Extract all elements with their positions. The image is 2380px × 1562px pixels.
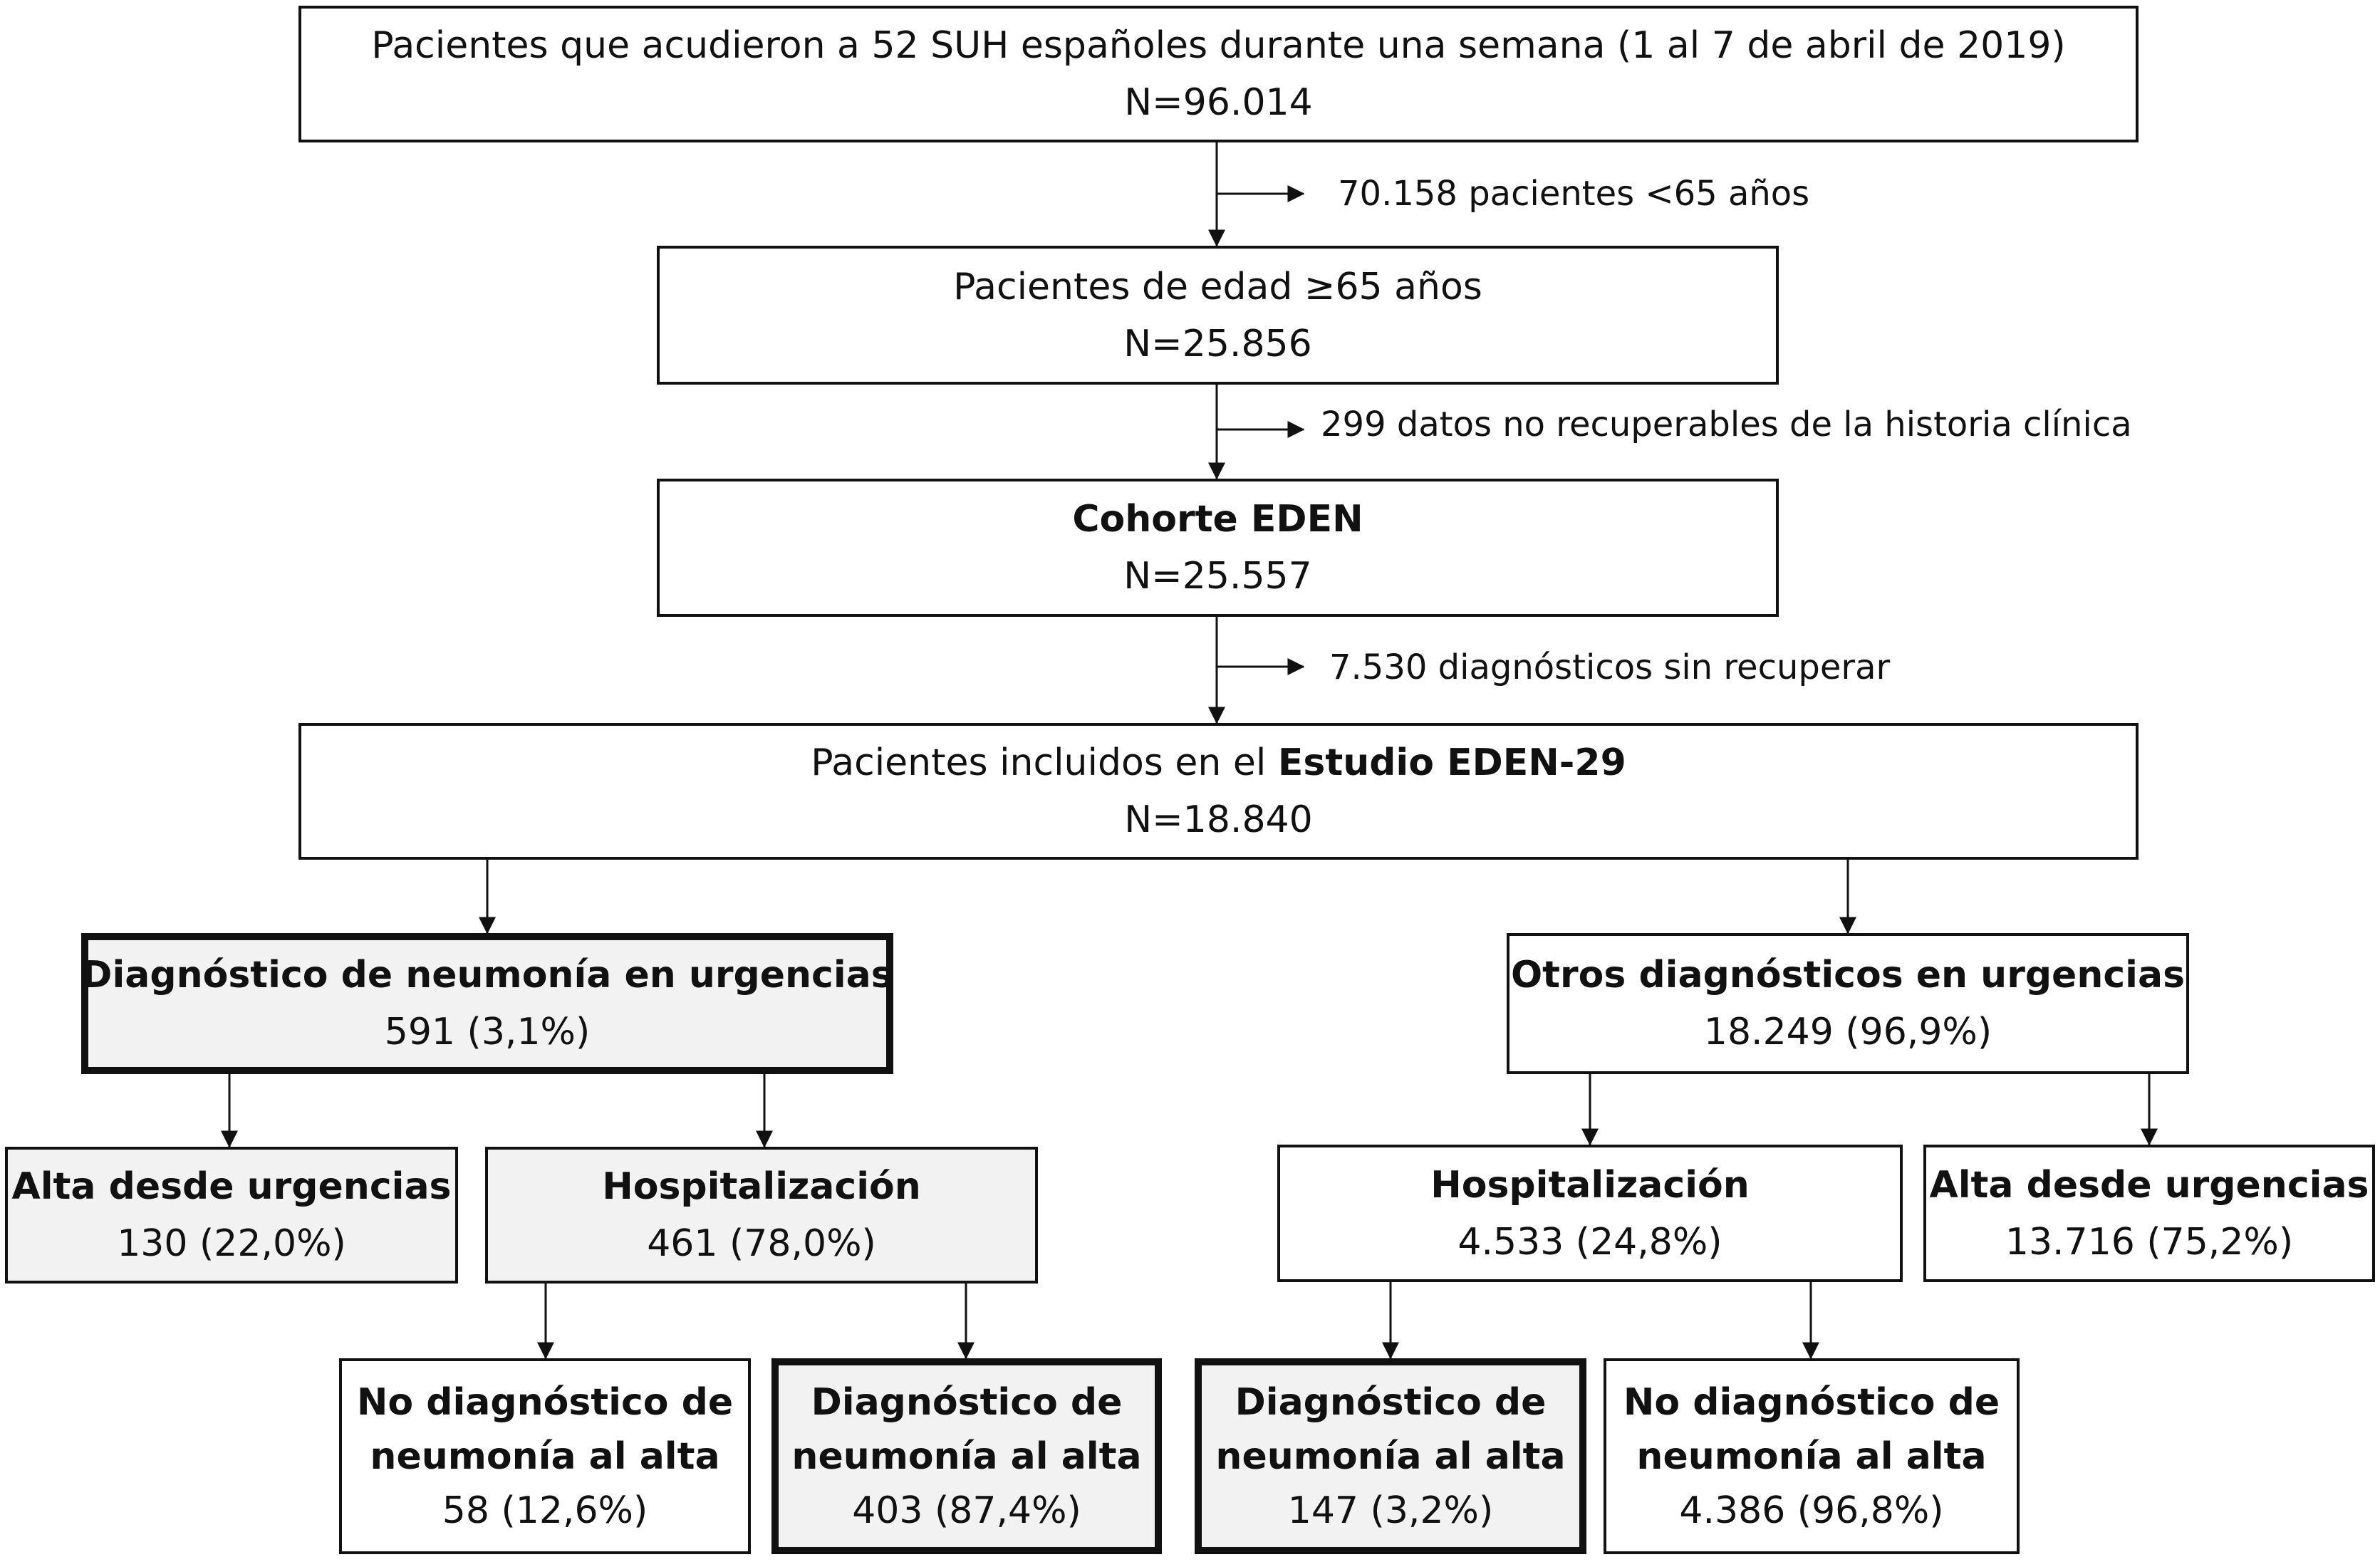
box-other-ed: Otros diagnósticos en urgencias 18.249 (… [1507, 933, 2189, 1074]
box-pneumonia-hospitalization: Hospitalización 461 (78,0%) [485, 1147, 1038, 1284]
ot-dx-line1: Diagnóstico de [1235, 1380, 1547, 1424]
other-ed-title: Otros diagnósticos en urgencias [1510, 954, 2186, 996]
box-age65: Pacientes de edad ≥65 años N=25.856 [657, 246, 1779, 385]
box-initial-patients: Pacientes que acudieron a 52 SUH español… [298, 6, 2139, 142]
cohort-title: Cohorte EDEN [1072, 498, 1363, 541]
exclusion-under65: 70.158 pacientes <65 años [1338, 174, 1810, 214]
pneumonia-ed-title: Diagnóstico de neumonía en urgencias [81, 954, 893, 996]
exclusion-missing-records: 299 datos no recuperables de la historia… [1321, 405, 2132, 444]
initial-patients-label: Pacientes que acudieron a 52 SUH español… [371, 24, 2066, 67]
ot-nodx-line1: No diagnóstico de [1623, 1380, 2000, 1424]
ot-nodx-value: 4.386 (96,8%) [1679, 1489, 1944, 1532]
included-count: N=18.840 [1124, 798, 1313, 841]
other-ed-value: 18.249 (96,9%) [1703, 1011, 1992, 1053]
box-cohort-eden: Cohorte EDEN N=25.557 [657, 479, 1779, 617]
box-pneumonia-no-dx-discharge: No diagnóstico de neumonía al alta 58 (1… [339, 1358, 751, 1554]
pn-nodx-value: 58 (12,6%) [442, 1489, 648, 1532]
box-other-hospitalization: Hospitalización 4.533 (24,8%) [1277, 1145, 1903, 1282]
pneumonia-discharge-title: Alta desde urgencias [11, 1165, 452, 1208]
age65-label: Pacientes de edad ≥65 años [953, 265, 1482, 308]
box-pneumonia-ed: Diagnóstico de neumonía en urgencias 591… [81, 933, 893, 1074]
pn-dx-line1: Diagnóstico de [811, 1380, 1123, 1424]
pneumonia-hosp-title: Hospitalización [602, 1165, 921, 1208]
box-pneumonia-dx-discharge: Diagnóstico de neumonía al alta 403 (87,… [771, 1358, 1162, 1554]
pn-dx-line2: neumonía al alta [791, 1435, 1142, 1478]
cohort-count: N=25.557 [1123, 555, 1312, 598]
other-discharge-title: Alta desde urgencias [1929, 1163, 2369, 1207]
pneumonia-ed-value: 591 (3,1%) [384, 1011, 591, 1053]
included-text: Pacientes incluidos en el [811, 741, 1278, 784]
pneumonia-hosp-value: 461 (78,0%) [647, 1222, 876, 1265]
box-other-no-dx-discharge: No diagnóstico de neumonía al alta 4.386… [1604, 1358, 2020, 1554]
box-pneumonia-discharge: Alta desde urgencias 130 (22,0%) [5, 1147, 458, 1284]
exclusion-missing-dx: 7.530 diagnósticos sin recuperar [1329, 647, 1891, 687]
other-hosp-value: 4.533 (24,8%) [1457, 1220, 1722, 1264]
other-discharge-value: 13.716 (75,2%) [2005, 1220, 2294, 1264]
included-label: Pacientes incluidos en el Estudio EDEN-2… [811, 734, 1626, 791]
pn-nodx-line1: No diagnóstico de [356, 1380, 734, 1424]
included-study-name: Estudio EDEN-29 [1277, 741, 1626, 784]
ot-dx-value: 147 (3,2%) [1287, 1489, 1494, 1532]
box-included-patients: Pacientes incluidos en el Estudio EDEN-2… [298, 723, 2139, 860]
initial-patients-count: N=96.014 [1124, 81, 1313, 124]
pn-dx-value: 403 (87,4%) [852, 1489, 1081, 1532]
ot-nodx-line2: neumonía al alta [1636, 1435, 1987, 1478]
pn-nodx-line2: neumonía al alta [370, 1435, 720, 1478]
box-other-discharge: Alta desde urgencias 13.716 (75,2%) [1923, 1145, 2375, 1282]
age65-count: N=25.856 [1123, 322, 1312, 365]
ot-dx-line2: neumonía al alta [1215, 1435, 1566, 1478]
box-other-dx-discharge: Diagnóstico de neumonía al alta 147 (3,2… [1195, 1358, 1586, 1554]
pneumonia-discharge-value: 130 (22,0%) [117, 1222, 346, 1265]
other-hosp-title: Hospitalización [1430, 1163, 1750, 1207]
